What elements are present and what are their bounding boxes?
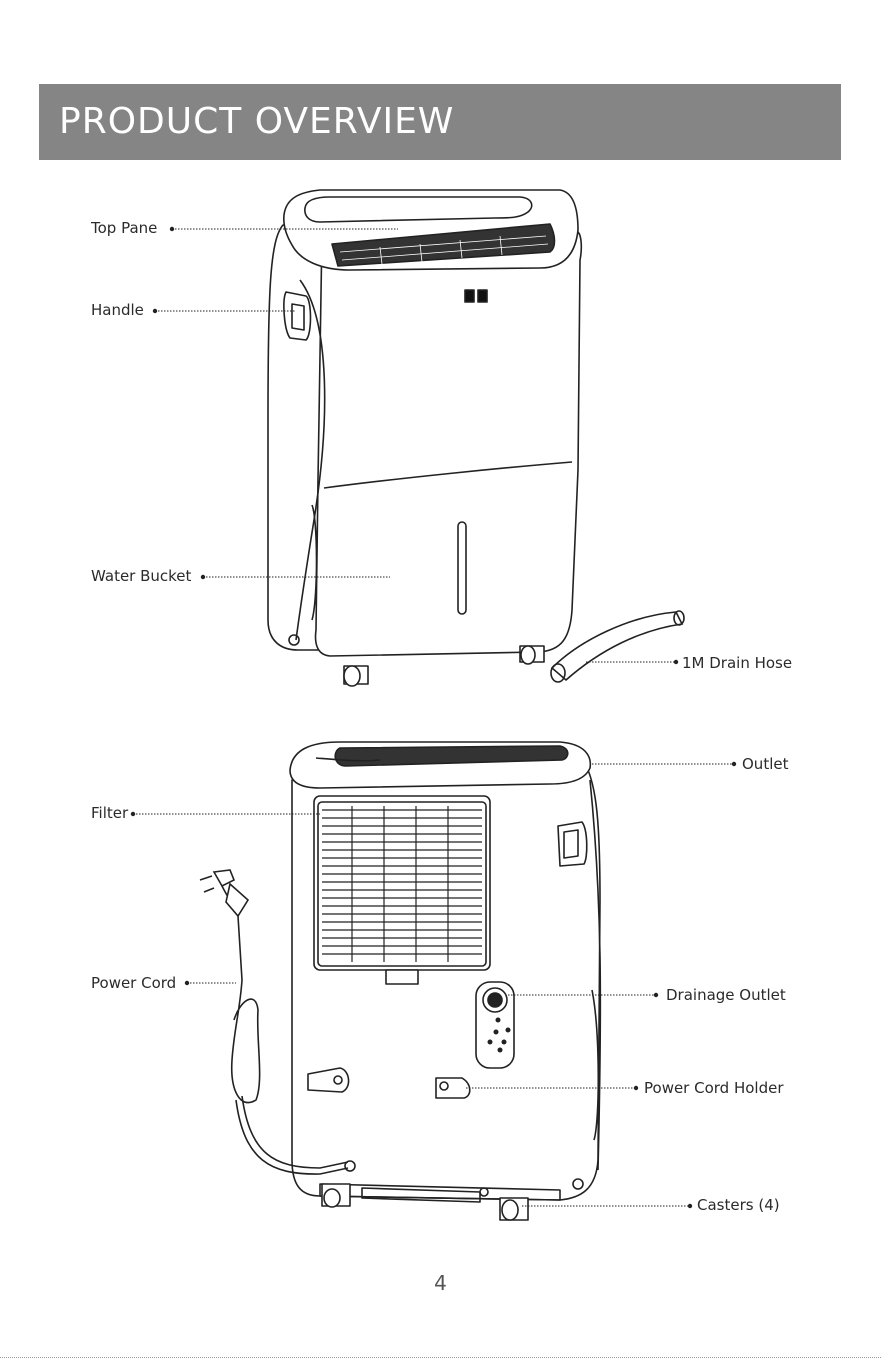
label-water-bucket: Water Bucket [91, 567, 191, 585]
label-casters: Casters (4) [697, 1196, 780, 1214]
label-top-pane: Top Pane [91, 219, 157, 237]
label-drain-hose: 1M Drain Hose [682, 654, 792, 672]
label-filter: Filter [91, 804, 128, 822]
bottom-rule [0, 1357, 881, 1358]
back-view-unit [290, 742, 600, 1220]
front-view-unit [268, 190, 581, 686]
label-handle: Handle [91, 301, 144, 319]
label-outlet: Outlet [742, 755, 788, 773]
label-power-cord: Power Cord [91, 974, 176, 992]
label-drainage-outlet: Drainage Outlet [666, 986, 786, 1004]
label-power-cord-holder: Power Cord Holder [644, 1079, 784, 1097]
page-number: 4 [0, 1271, 881, 1295]
